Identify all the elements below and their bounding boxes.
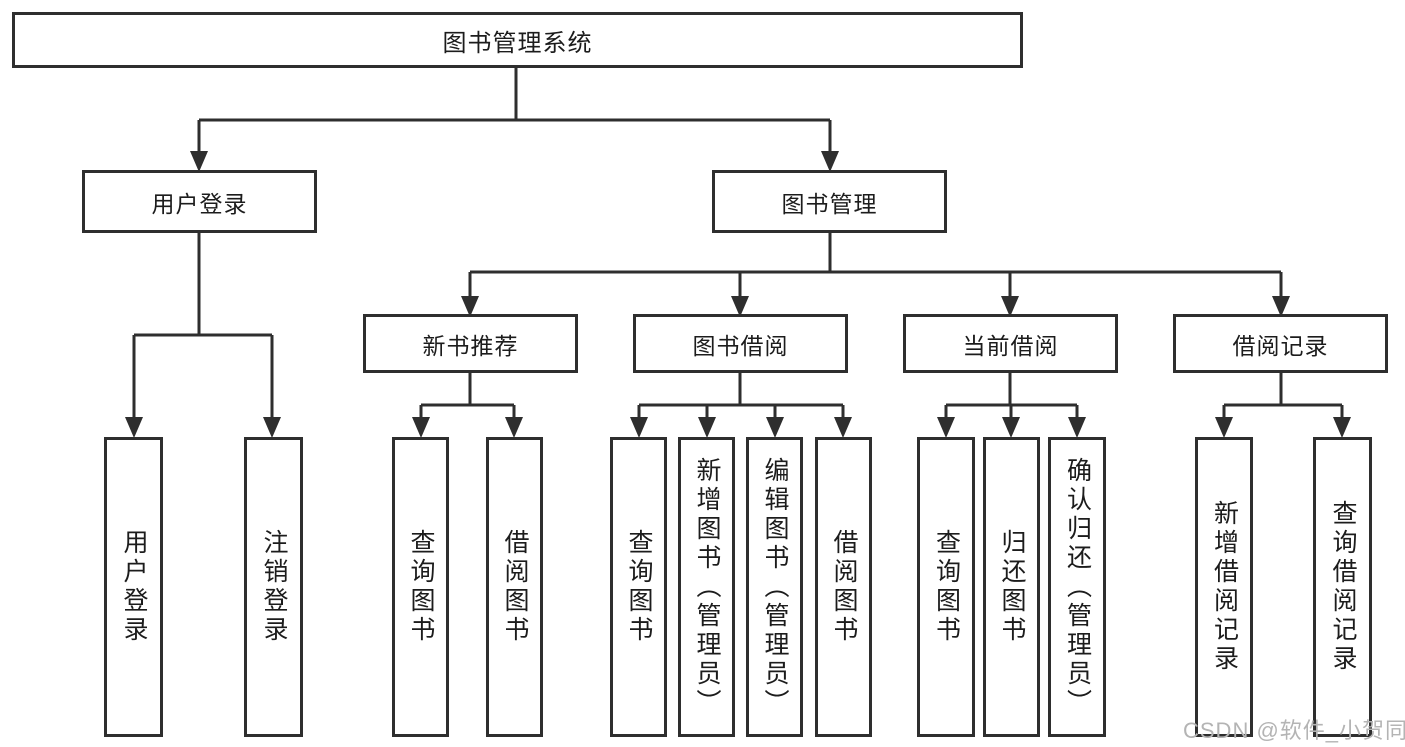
node-label: 图书借阅 [692,332,789,359]
node-current-borrowing: 当前借阅 [903,314,1118,373]
leaf-query-borrow-record: 查询借阅记录 [1313,437,1372,737]
leaf-edit-books-admin: 编辑图书（管理员） [746,437,803,737]
leaf-query-books-borrow: 查询图书 [610,437,667,737]
leaf-logout: 注销登录 [244,437,303,737]
node-label: 确认归还（管理员） [1063,456,1092,718]
node-label: 新书推荐 [422,332,519,359]
connector-login-children [125,233,281,438]
node-label: 编辑图书（管理员） [761,456,789,718]
node-user-login: 用户登录 [82,170,317,233]
node-label: 用户登录 [120,529,148,645]
connector-management-to-level2 [461,233,1290,317]
node-borrowing-records: 借阅记录 [1173,314,1388,373]
node-label: 查询图书 [625,529,653,645]
node-book-borrowing: 图书借阅 [633,314,848,373]
leaf-borrow-books: 借阅图书 [815,437,872,737]
node-label: 注销登录 [260,529,288,645]
node-label: 用户登录 [151,190,248,217]
node-label: 借阅图书 [501,529,529,645]
node-label: 查询图书 [407,529,435,645]
leaf-borrow-books-recommend: 借阅图书 [486,437,543,737]
node-label: 借阅记录 [1232,332,1329,359]
node-label: 新增图书（管理员） [693,456,721,718]
node-label: 查询借阅记录 [1329,500,1357,674]
node-label: 图书管理 [781,190,878,217]
connector-borrow-children [630,373,852,438]
node-new-book-recommendation: 新书推荐 [363,314,578,373]
node-label: 借阅图书 [830,529,858,645]
node-label: 图书管理系统 [442,29,593,57]
leaf-query-books-current: 查询图书 [917,437,975,737]
leaf-confirm-return-admin: 确认归还（管理员） [1048,437,1106,737]
connector-current-children [937,373,1086,438]
csdn-watermark: CSDN @软件_小贺同学 [1183,718,1405,743]
node-label: 查询图书 [932,529,961,645]
leaf-add-books-admin: 新增图书（管理员） [678,437,735,737]
leaf-query-books-recommend: 查询图书 [392,437,449,737]
connector-recommend-children [412,373,523,438]
leaf-add-borrow-record: 新增借阅记录 [1195,437,1253,737]
leaf-return-books: 归还图书 [983,437,1040,737]
connector-records-children [1215,373,1351,438]
node-book-management: 图书管理 [712,170,947,233]
node-label: 当前借阅 [962,332,1059,359]
connector-root-to-level1 [190,68,839,172]
node-label: 归还图书 [998,529,1026,645]
leaf-user-login: 用户登录 [104,437,163,737]
node-library-management-system: 图书管理系统 [12,12,1023,68]
node-label: 新增借阅记录 [1210,500,1239,674]
